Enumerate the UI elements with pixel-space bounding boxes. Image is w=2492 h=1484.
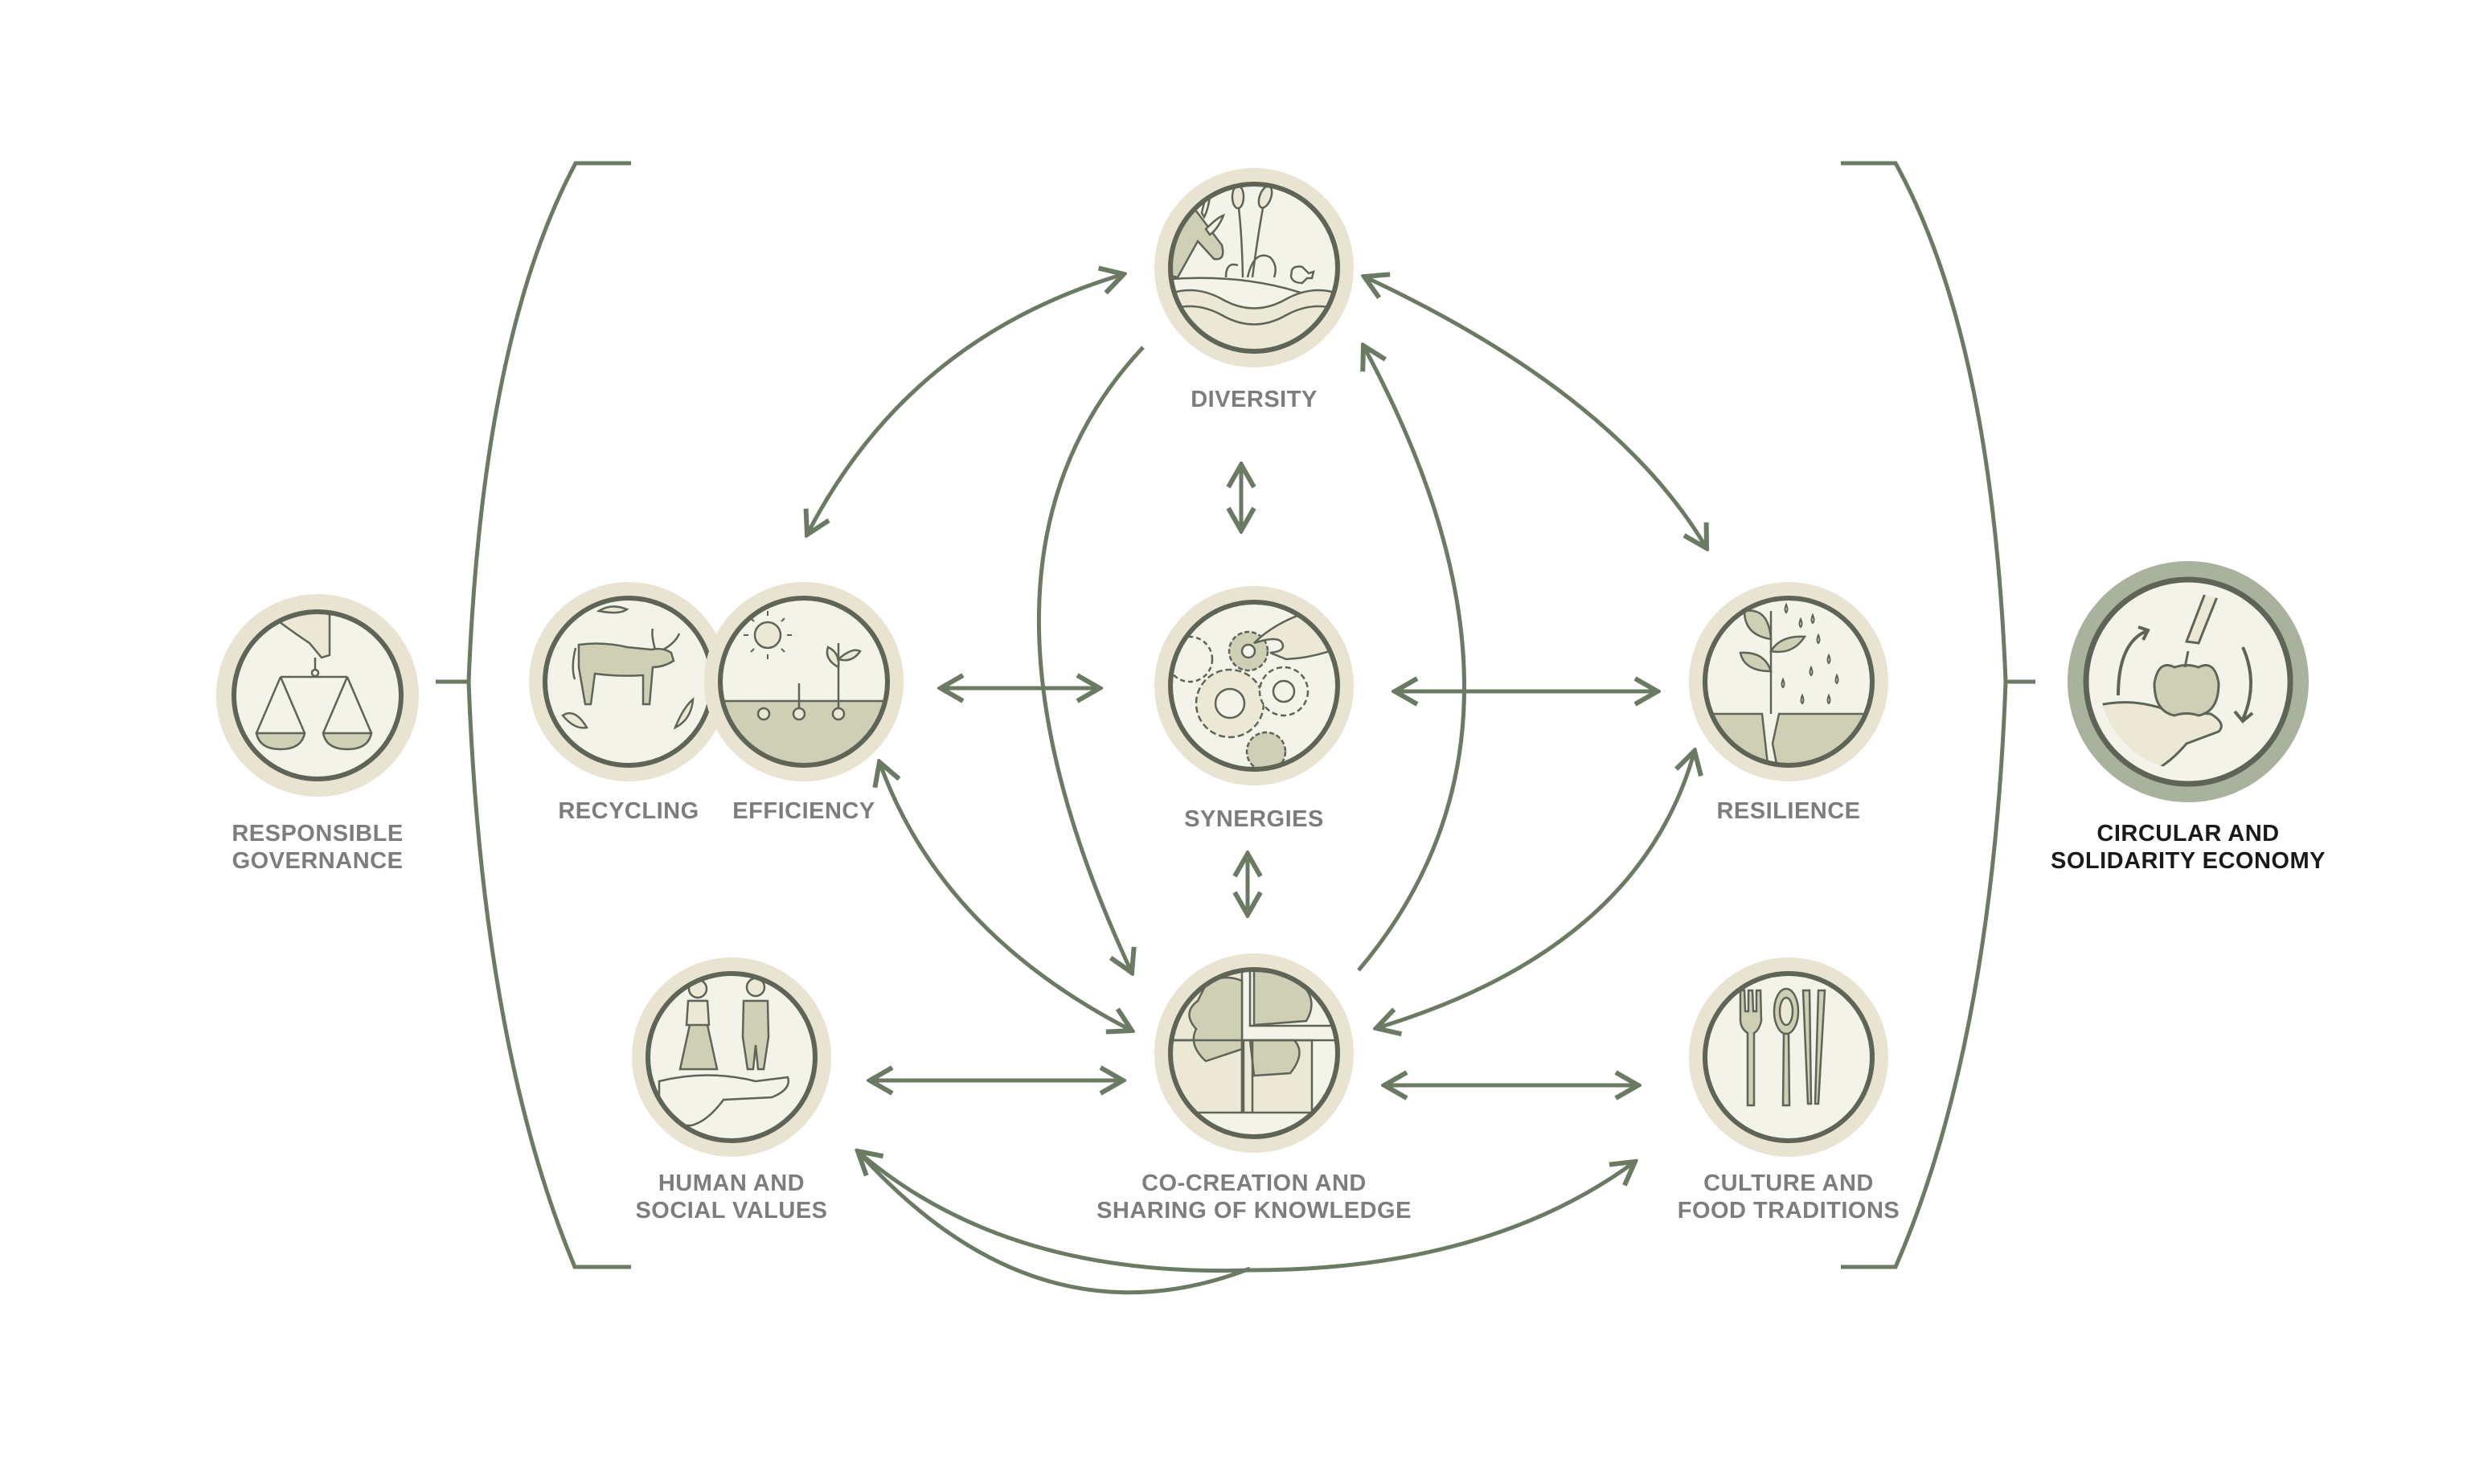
label-diversity: DIVERSITY: [1191, 387, 1318, 412]
node-circular-solidarity-economy[interactable]: [2068, 561, 2309, 802]
arrow-diversity-to-cocreation: [1037, 346, 1145, 973]
fork-spoon-chopsticks-icon: [1739, 987, 1826, 1107]
label-responsible-governance: RESPONSIBLE GOVERNANCE: [232, 821, 404, 874]
arrow-diversity-recycling: [807, 274, 1124, 535]
label-circular-solidarity-economy: CIRCULAR AND SOLIDARITY ECONOMY: [2051, 821, 2326, 874]
node-co-creation[interactable]: [1154, 953, 1354, 1153]
label-recycling: RECYCLING: [558, 798, 699, 824]
arrow-human-culture: [856, 1150, 1251, 1295]
node-responsible-governance[interactable]: [216, 594, 419, 797]
connectors: [807, 274, 1707, 1295]
arrow-resilience-cocreation: [1376, 751, 1695, 1028]
people-on-hand-icon: [658, 977, 790, 1127]
label-resilience: RESILIENCE: [1716, 798, 1861, 824]
sun-seedlings-icon: [720, 611, 887, 765]
node-culture-food[interactable]: [1689, 957, 1888, 1157]
node-efficiency[interactable]: [704, 582, 904, 781]
label-culture-food: CULTURE AND FOOD TRADITIONS: [1677, 1170, 1900, 1224]
arrow-diversity-resilience: [1364, 277, 1707, 548]
arrow-cocreation-to-diversity: [1357, 346, 1466, 972]
arrow-efficiency-cocreation: [879, 762, 1132, 1031]
node-recycling[interactable]: [529, 582, 728, 781]
node-synergies[interactable]: [1154, 586, 1354, 785]
left-bracket: [436, 161, 631, 1269]
label-efficiency: EFFICIENCY: [732, 798, 875, 824]
label-human-social-values: HUMAN AND SOCIAL VALUES: [635, 1170, 828, 1224]
cow-leaves-icon: [561, 605, 695, 730]
node-resilience[interactable]: [1688, 582, 1889, 781]
label-co-creation: CO-CREATION AND SHARING OF KNOWLEDGE: [1096, 1170, 1412, 1224]
right-bracket: [1841, 161, 2035, 1269]
node-human-social-values[interactable]: [632, 957, 831, 1157]
node-diversity[interactable]: [1154, 168, 1367, 402]
label-synergies: SYNERGIES: [1184, 806, 1324, 832]
